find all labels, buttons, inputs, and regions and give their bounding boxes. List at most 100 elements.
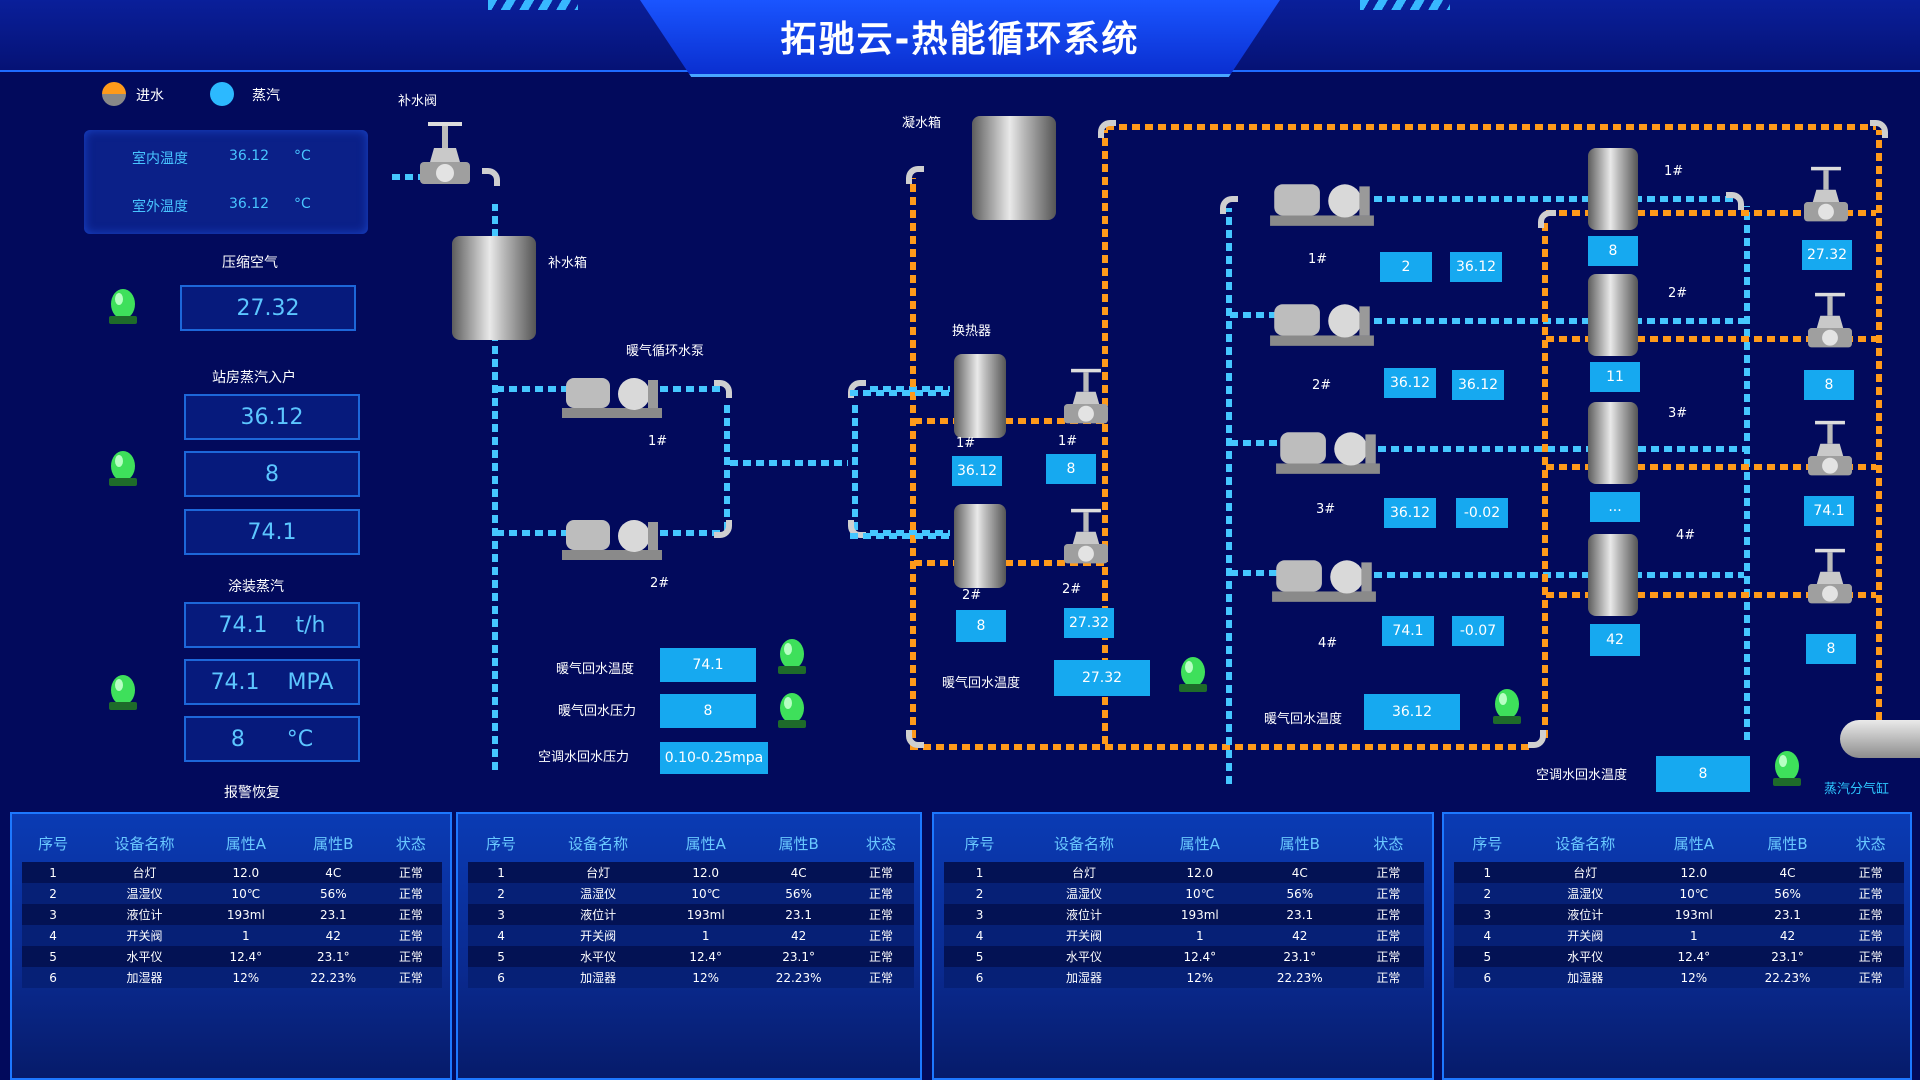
table-cell: 水平仪 xyxy=(126,950,163,964)
alarm-light-icon xyxy=(1179,657,1207,692)
valve-icon[interactable] xyxy=(1064,502,1108,572)
steam-pipe xyxy=(850,390,954,396)
ac-return-temp-value: 8 xyxy=(1656,756,1750,792)
pipe-elbow xyxy=(1528,730,1546,748)
ac-return-pressure-label: 空调水回水压力 xyxy=(538,750,630,765)
valve-icon[interactable] xyxy=(1808,286,1852,356)
indoor-temp-unit: °C xyxy=(294,148,311,164)
valve1-label: 1# xyxy=(1058,434,1078,449)
tank3-value: ... xyxy=(1590,492,1640,522)
water-pipe xyxy=(1546,464,1876,470)
return-pressure-value: 8 xyxy=(660,694,756,728)
water-in-legend-icon xyxy=(102,82,126,106)
table-cell: 12% xyxy=(1186,970,1214,985)
table-cell: 10℃ xyxy=(1185,886,1215,901)
table-cell: 正常 xyxy=(398,908,423,922)
pump-icon[interactable] xyxy=(562,370,662,422)
table-cell: 正常 xyxy=(868,971,893,985)
storage-tank-icon xyxy=(1588,274,1638,356)
table-cell: 2 xyxy=(1483,886,1492,901)
return-temp-label: 暖气回水温度 xyxy=(556,662,635,677)
storage-tank-icon xyxy=(1588,148,1638,230)
storage-tank-icon xyxy=(1588,402,1638,484)
pipe-elbow xyxy=(1726,192,1744,210)
table-cell: 加湿器 xyxy=(1065,971,1102,985)
water-pipe xyxy=(1546,210,1876,216)
table-cell: 6 xyxy=(1483,970,1492,985)
table-cell: 12.0 xyxy=(692,865,720,880)
table-cell: 台灯 xyxy=(132,866,157,880)
tank3-label: 3# xyxy=(1668,406,1688,421)
legend-steam-label: 蒸汽 xyxy=(252,88,280,104)
valve-icon[interactable] xyxy=(1804,160,1848,230)
ac-return-pressure-value: 0.10-0.25mpa xyxy=(660,742,768,774)
heat-exchanger-label: 换热器 xyxy=(952,324,992,339)
makeup-valve-icon[interactable] xyxy=(420,118,470,190)
right-pump3-label: 3# xyxy=(1316,502,1336,517)
table-cell: 4C xyxy=(325,865,342,880)
table-cell: 12% xyxy=(692,970,720,985)
table-cell: 23.1 xyxy=(785,907,812,922)
steam-pipe xyxy=(1230,570,1280,576)
valve-icon[interactable] xyxy=(1808,542,1852,612)
column-header: 属性A xyxy=(685,834,726,853)
coating-steam-flow: 74.1 t/h xyxy=(184,602,360,648)
table-cell: 56% xyxy=(785,886,812,901)
steam-pipe xyxy=(1226,208,1232,784)
column-header: 属性B xyxy=(313,834,354,853)
table-cell: 22.23% xyxy=(1276,970,1323,985)
valve-icon[interactable] xyxy=(1808,414,1852,484)
steam-pipe xyxy=(660,386,720,392)
alarm-reset-label[interactable]: 报警恢复 xyxy=(224,785,280,801)
outdoor-temp-value: 36.12 xyxy=(229,196,270,212)
steam-pipe xyxy=(852,404,858,530)
pump-icon[interactable] xyxy=(1276,424,1380,478)
station-steam-label: 站房蒸汽入户 xyxy=(212,370,296,386)
heat-exchanger-tank-icon xyxy=(954,504,1006,588)
table-cell: 1 xyxy=(242,928,250,943)
table-cell: 2 xyxy=(975,886,984,901)
valve2-label: 2# xyxy=(1062,582,1082,597)
steam-legend-icon xyxy=(210,82,234,106)
pump-icon[interactable] xyxy=(1272,552,1376,606)
right-valve2-value: 8 xyxy=(1804,370,1854,400)
compressed-air-value: 27.32 xyxy=(180,285,356,331)
table-cell: 正常 xyxy=(398,866,423,880)
pipe-elbow xyxy=(1538,210,1556,228)
table-cell: 56% xyxy=(1774,886,1801,901)
pump-icon[interactable] xyxy=(1270,176,1374,230)
pipe-elbow xyxy=(848,380,866,398)
title-plate xyxy=(640,0,1280,77)
column-header: 属性A xyxy=(1179,834,1220,853)
table-cell: 正常 xyxy=(1858,887,1883,901)
pipe-elbow xyxy=(714,520,732,538)
table-cell: 12.4° xyxy=(1677,949,1711,964)
table-cell: 10℃ xyxy=(1679,886,1709,901)
pump-icon[interactable] xyxy=(562,512,662,564)
water-pipe xyxy=(1546,592,1876,598)
table-cell: 正常 xyxy=(1376,887,1401,901)
valve-icon[interactable] xyxy=(1064,362,1108,432)
pump-icon[interactable] xyxy=(1270,296,1374,350)
table-cell: 开关阀 xyxy=(1567,929,1604,943)
table-cell: 193ml xyxy=(226,907,265,922)
table-cell: 12.4° xyxy=(229,949,263,964)
table-cell: 23.1 xyxy=(1286,907,1314,922)
table-cell: 正常 xyxy=(868,950,893,964)
indoor-temp-label: 室内温度 xyxy=(132,151,188,167)
right-valve1-value: 27.32 xyxy=(1802,240,1852,270)
right-pump2-value-b: 36.12 xyxy=(1452,370,1504,400)
alarm-light-icon xyxy=(1493,689,1521,724)
water-pipe xyxy=(910,744,1530,750)
table-cell: 4 xyxy=(49,928,57,943)
